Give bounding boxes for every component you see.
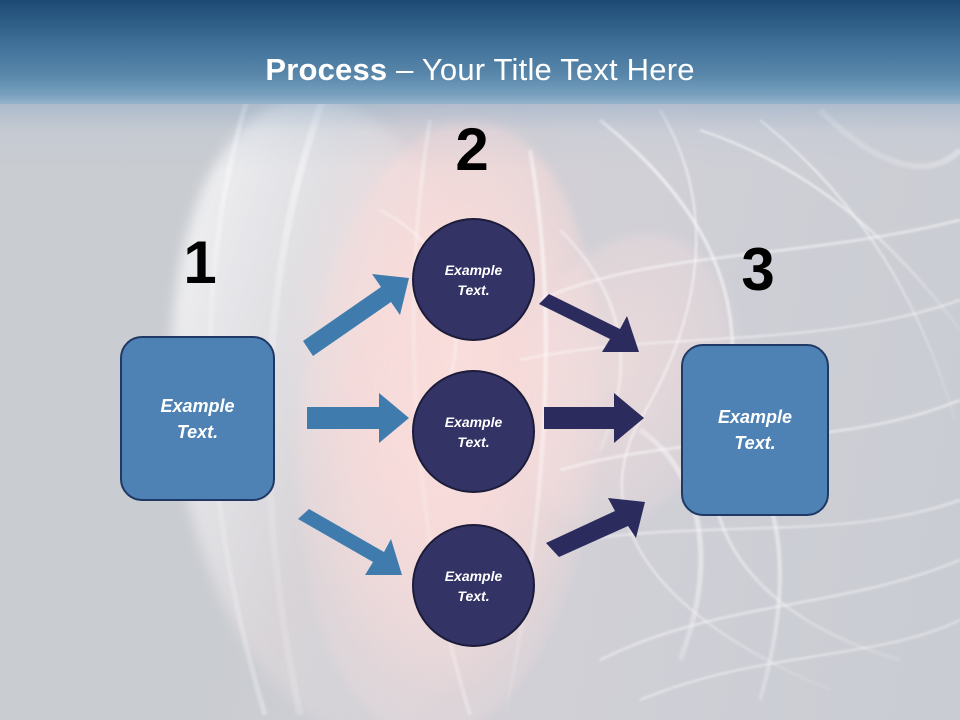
page-title: Process – Your Title Text Here <box>0 52 960 88</box>
step-number-2: 2 <box>455 116 489 183</box>
start-box-label: Example Text. <box>160 395 235 442</box>
process-circle-3-label: Example Text. <box>444 567 503 604</box>
step-number-3: 3 <box>741 236 775 303</box>
process-circle-3[interactable]: Example Text. <box>412 524 535 647</box>
end-box[interactable]: Example Text. <box>681 344 829 516</box>
step-number-1: 1 <box>183 229 217 296</box>
page-title-rest: – Your Title Text Here <box>387 52 695 87</box>
process-circle-1-label: Example Text. <box>444 261 503 298</box>
page-title-bold: Process <box>265 52 388 87</box>
process-circle-2-label: Example Text. <box>444 413 503 450</box>
process-circle-1[interactable]: Example Text. <box>412 218 535 341</box>
process-circle-2[interactable]: Example Text. <box>412 370 535 493</box>
title-bar <box>0 0 960 104</box>
start-box[interactable]: Example Text. <box>120 336 275 501</box>
end-box-label: Example Text. <box>717 407 793 453</box>
background-top-fade <box>0 100 960 170</box>
